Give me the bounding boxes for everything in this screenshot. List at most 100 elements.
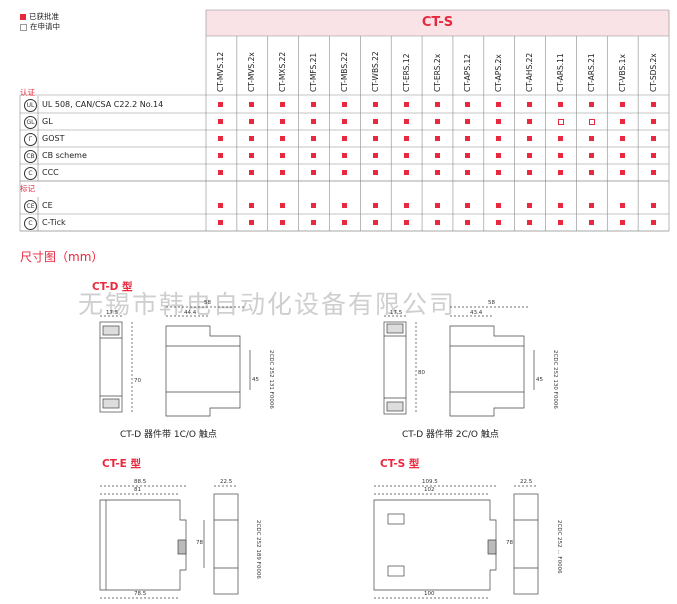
approved-mark	[280, 203, 286, 208]
approved-mark	[249, 102, 255, 107]
ctd2-rail-label: 45	[536, 377, 543, 383]
row-label: GL	[42, 117, 53, 126]
approved-mark	[557, 203, 563, 208]
legend-pending: 在申请中	[20, 22, 60, 32]
approved-mark	[588, 220, 594, 225]
row-label: UL 508, CAN/CSA C22.2 No.14	[42, 100, 164, 109]
row-label: CE	[42, 201, 53, 210]
approved-mark	[496, 203, 502, 208]
ctd1-front-view	[99, 321, 123, 413]
ctd2-front-view	[383, 321, 407, 415]
approved-mark	[650, 220, 656, 225]
approved-mark	[218, 119, 224, 124]
approved-mark	[527, 170, 533, 175]
ctd2-side-view	[449, 325, 535, 417]
approved-mark	[311, 170, 317, 175]
ctd1-depth-label: 44.4	[184, 310, 197, 316]
cte-code: 2CDC 252 189 F0006	[255, 520, 261, 579]
ul-icon: UL	[24, 99, 37, 112]
ctd1-rail-label: 45	[252, 377, 259, 383]
approved-mark	[218, 102, 224, 107]
cts-bottom-width-label: 100	[424, 591, 435, 597]
ctd-2co-caption: CT-D 器件带 2C/O 触点	[402, 430, 499, 440]
cte-total-width-label: 88.5	[134, 479, 147, 485]
gl-icon: GL	[24, 116, 37, 129]
approved-mark	[619, 136, 625, 141]
cte-front-view	[203, 493, 239, 595]
approved-mark	[557, 136, 563, 141]
approved-mark	[496, 119, 502, 124]
approved-mark	[403, 102, 409, 107]
approved-mark	[619, 170, 625, 175]
gost-icon: Г	[24, 133, 37, 146]
approved-mark	[434, 220, 440, 225]
cte-width-label: 81	[134, 487, 141, 493]
approved-mark	[650, 102, 656, 107]
ctd2-width-label: 17.5	[390, 310, 403, 316]
approved-mark	[465, 170, 471, 175]
ctd1-total-depth-label: 58	[204, 300, 211, 306]
approved-mark	[218, 203, 224, 208]
approved-mark	[280, 170, 286, 175]
ctd1-height-label: 70	[134, 378, 141, 384]
approved-mark	[434, 119, 440, 124]
cts-code: 2CDC 252 ... F0006	[556, 520, 562, 574]
series-title: CT-S	[421, 15, 454, 30]
ctd2-code: 2CDC 252 130 F0006	[552, 350, 558, 409]
approved-mark	[249, 153, 255, 158]
approved-mark	[341, 203, 347, 208]
approved-mark	[465, 119, 471, 124]
approved-mark	[619, 102, 625, 107]
approved-mark	[249, 136, 255, 141]
legend-approved: 已获批准	[20, 12, 60, 22]
approved-mark	[588, 136, 594, 141]
section-certification: 认证	[20, 88, 35, 97]
approved-mark	[465, 220, 471, 225]
approved-mark	[465, 136, 471, 141]
legend: 已获批准 在申请中	[20, 12, 60, 32]
row-label: CB scheme	[42, 151, 87, 160]
approved-mark	[249, 170, 255, 175]
approved-mark	[341, 119, 347, 124]
cte-type-title: CT-E 型	[102, 458, 142, 470]
approved-mark	[496, 220, 502, 225]
row-label: GOST	[42, 134, 65, 143]
approved-swatch	[20, 14, 26, 20]
approved-mark	[557, 153, 563, 158]
approved-mark	[341, 153, 347, 158]
approved-mark	[341, 220, 347, 225]
approved-mark	[372, 153, 378, 158]
approved-mark	[527, 203, 533, 208]
approved-mark	[434, 102, 440, 107]
approved-mark	[465, 153, 471, 158]
approved-mark	[619, 220, 625, 225]
row-label: CCC	[42, 168, 59, 177]
ctd1-code: 2CDC 252 131 F0006	[268, 350, 274, 409]
approved-mark	[434, 136, 440, 141]
approved-mark	[341, 136, 347, 141]
approved-mark	[280, 153, 286, 158]
approved-mark	[341, 102, 347, 107]
approved-mark	[249, 119, 255, 124]
approved-mark	[403, 136, 409, 141]
approved-mark	[527, 153, 533, 158]
approved-mark	[218, 220, 224, 225]
approved-mark	[434, 170, 440, 175]
approved-mark	[557, 102, 563, 107]
approved-mark	[588, 153, 594, 158]
ctd1-side-view	[165, 325, 251, 417]
approved-mark	[218, 136, 224, 141]
approved-mark	[280, 119, 286, 124]
ctd2-depth-label: 43.4	[470, 310, 483, 316]
approved-mark	[496, 136, 502, 141]
approved-mark	[311, 153, 317, 158]
watermark: 无锡市韩电自动化设备有限公司	[78, 290, 457, 319]
approved-mark	[311, 220, 317, 225]
cts-front-view	[513, 493, 539, 595]
legend-approved-label: 已获批准	[29, 12, 59, 21]
pending-mark	[557, 119, 564, 125]
cte-bottom-width-label: 78.5	[134, 591, 147, 597]
approved-mark	[434, 153, 440, 158]
cts-total-width-label: 109.5	[422, 479, 438, 485]
